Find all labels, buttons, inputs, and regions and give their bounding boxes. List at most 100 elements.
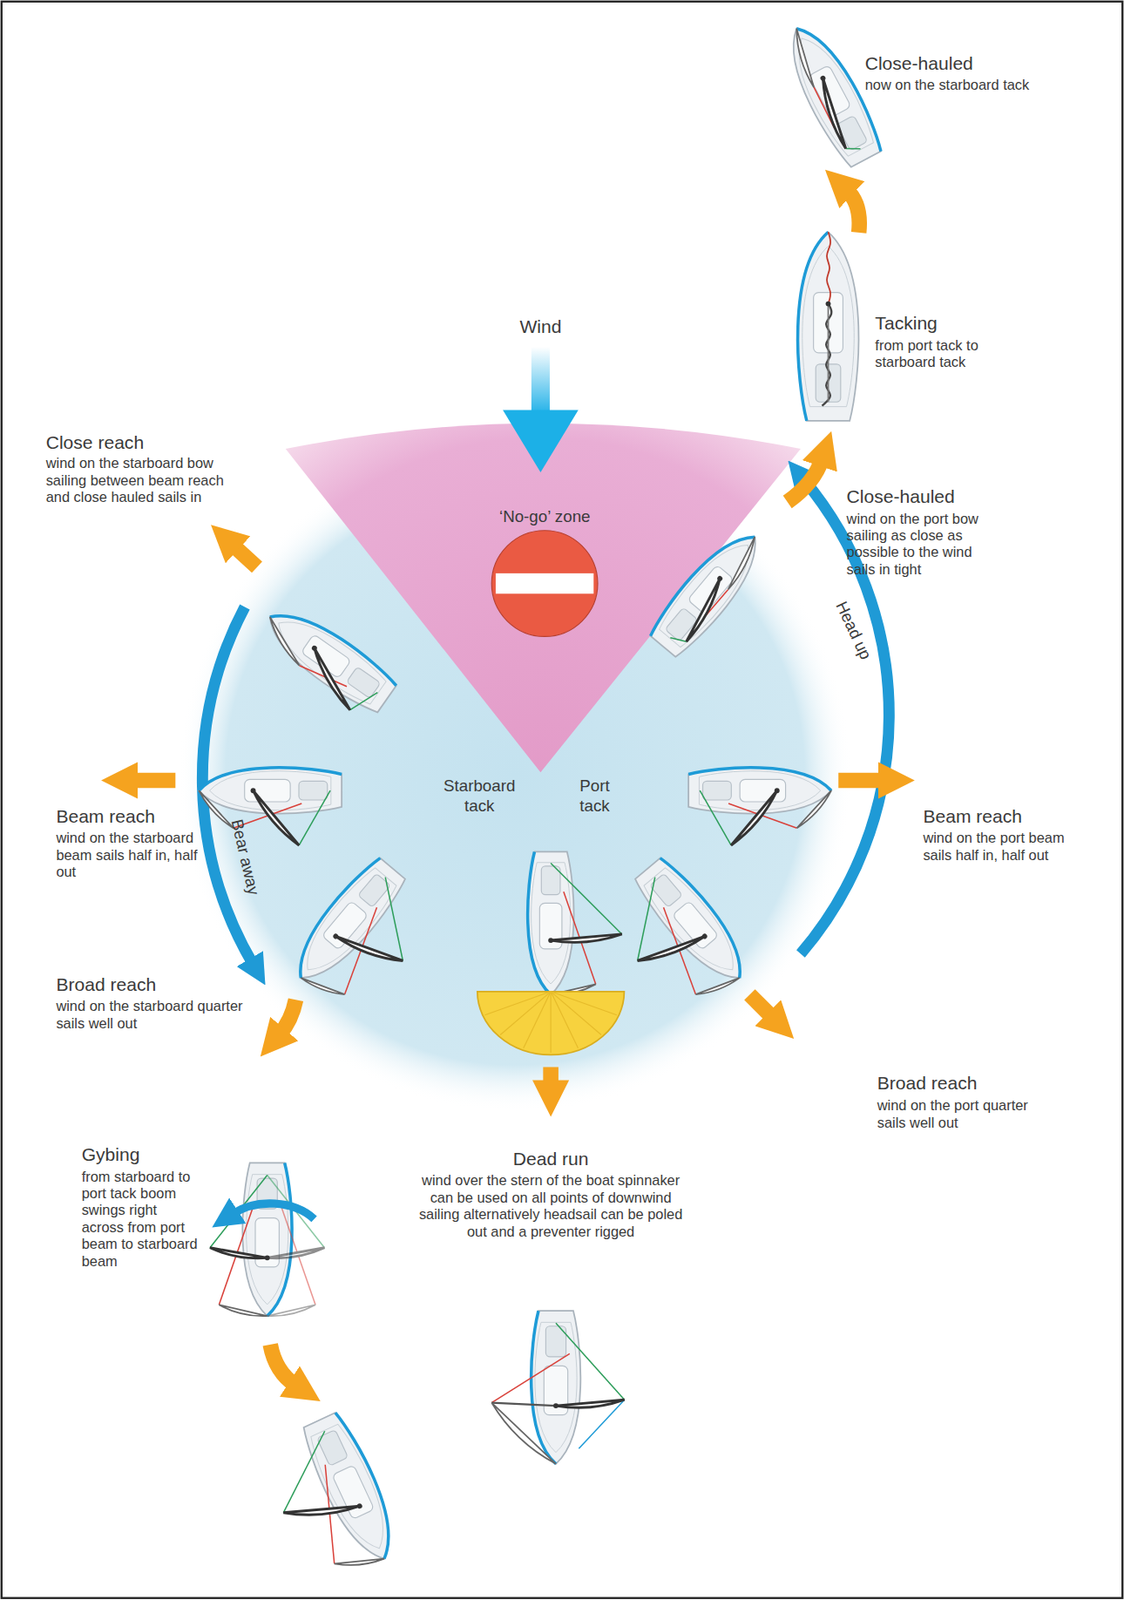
direction-label: Head up [830, 598, 874, 664]
point-of-sail-title: Dead run [513, 1148, 590, 1171]
main-sheet [350, 684, 379, 718]
jib [300, 966, 345, 1007]
cabin [244, 778, 291, 802]
direction-arrow [279, 999, 297, 1035]
point-of-sail-note: wind on the port quarter sails well out [877, 1096, 1057, 1131]
mast [311, 644, 319, 652]
spinnaker-pole [491, 1402, 556, 1407]
manoeuvre-note: from port tack to starboard tack [874, 336, 1013, 371]
boom-swing-arrow [232, 1203, 315, 1219]
deck-line [209, 771, 332, 811]
direction-arrow [130, 772, 177, 789]
mainsail [283, 1482, 359, 1537]
mast [250, 787, 257, 793]
mainsail [335, 917, 403, 980]
cockpit [664, 607, 698, 642]
direction-arrow [270, 1344, 296, 1386]
spinnaker [477, 991, 625, 1056]
mainsail [550, 934, 623, 942]
mast [774, 787, 780, 793]
windward-rail [645, 521, 756, 647]
direction-arrow [846, 189, 860, 233]
sailboat [688, 767, 832, 846]
cockpit [298, 780, 328, 800]
windward-rail [528, 851, 551, 995]
hull [257, 597, 401, 718]
deck-line [698, 771, 820, 811]
sails [785, 28, 861, 156]
point-of-sail-note: wind over the stern of the boat spinnake… [415, 1171, 686, 1240]
jib [695, 966, 739, 1007]
direction-arrow [787, 459, 823, 502]
sailboat [209, 1162, 325, 1316]
cockpit [703, 780, 732, 800]
cabin [739, 778, 786, 802]
sailboat [528, 851, 623, 995]
hull [242, 1162, 292, 1316]
jib [257, 616, 313, 666]
sails [259, 1430, 385, 1589]
deck-line [292, 864, 401, 983]
mainsail [267, 1247, 326, 1259]
hull [645, 521, 773, 662]
cabin [255, 1218, 279, 1267]
main-sheet [259, 1430, 349, 1513]
hull [297, 1409, 407, 1570]
windward-rail [319, 1409, 407, 1559]
spinnaker-seam [500, 991, 551, 1036]
mainsail [297, 648, 368, 711]
windward-rail [688, 767, 832, 791]
deck-line [639, 864, 748, 983]
main-sheet [699, 790, 732, 846]
main-sheet [298, 790, 331, 846]
deck-line [267, 607, 390, 710]
spinnaker-seam [550, 991, 552, 1053]
no-entry-sign [491, 530, 598, 637]
point-of-sail-title: Close reach [46, 432, 144, 454]
deck-line [534, 1321, 577, 1452]
jib [218, 1304, 267, 1316]
flogging-mainsail [822, 304, 833, 407]
point-of-sail-note: now on the starboard tack [865, 76, 1030, 94]
point-of-sail-title: Close-hauled [865, 53, 974, 75]
sailboat [252, 597, 400, 724]
sailboat [491, 1310, 624, 1464]
manoeuvre-title: Tacking [874, 312, 937, 335]
windward-rail [198, 767, 342, 791]
sailboat [775, 17, 888, 171]
point-of-sail-title: Broad reach [877, 1072, 978, 1095]
mainsail [675, 578, 732, 642]
wind-arrow-head [502, 410, 579, 473]
mainsail [637, 917, 705, 980]
jib [797, 790, 832, 828]
point-of-sail-note: wind on the starboard bow sailing betwee… [46, 454, 245, 506]
mast [553, 1402, 559, 1409]
point-of-sail-note: wind on the port beam sails half in, hal… [922, 829, 1091, 864]
hull [629, 853, 758, 994]
deck-line [531, 862, 571, 984]
mast [264, 1254, 271, 1260]
zone-label: ‘No-go’ zone [499, 507, 590, 528]
main-sheet [550, 863, 623, 935]
direction-arrow [542, 1066, 559, 1087]
windward-rail [267, 1162, 292, 1316]
direction-label: Bear away [226, 817, 263, 897]
point-of-sail-title: Close-hauled [846, 486, 955, 508]
direction-arrow [232, 544, 258, 568]
sails [670, 536, 766, 648]
sailboat [798, 231, 860, 421]
sailboat [283, 853, 445, 1022]
wind-arrow-shaft [531, 346, 550, 414]
sails [209, 1175, 268, 1317]
tack-label: Starboard tack [433, 777, 526, 816]
boom [827, 304, 830, 403]
flogging-jib [826, 231, 831, 304]
mast [356, 1502, 364, 1510]
mainsail [253, 790, 300, 846]
windward-rail [531, 1310, 556, 1464]
spinnaker-seam [550, 991, 578, 1049]
